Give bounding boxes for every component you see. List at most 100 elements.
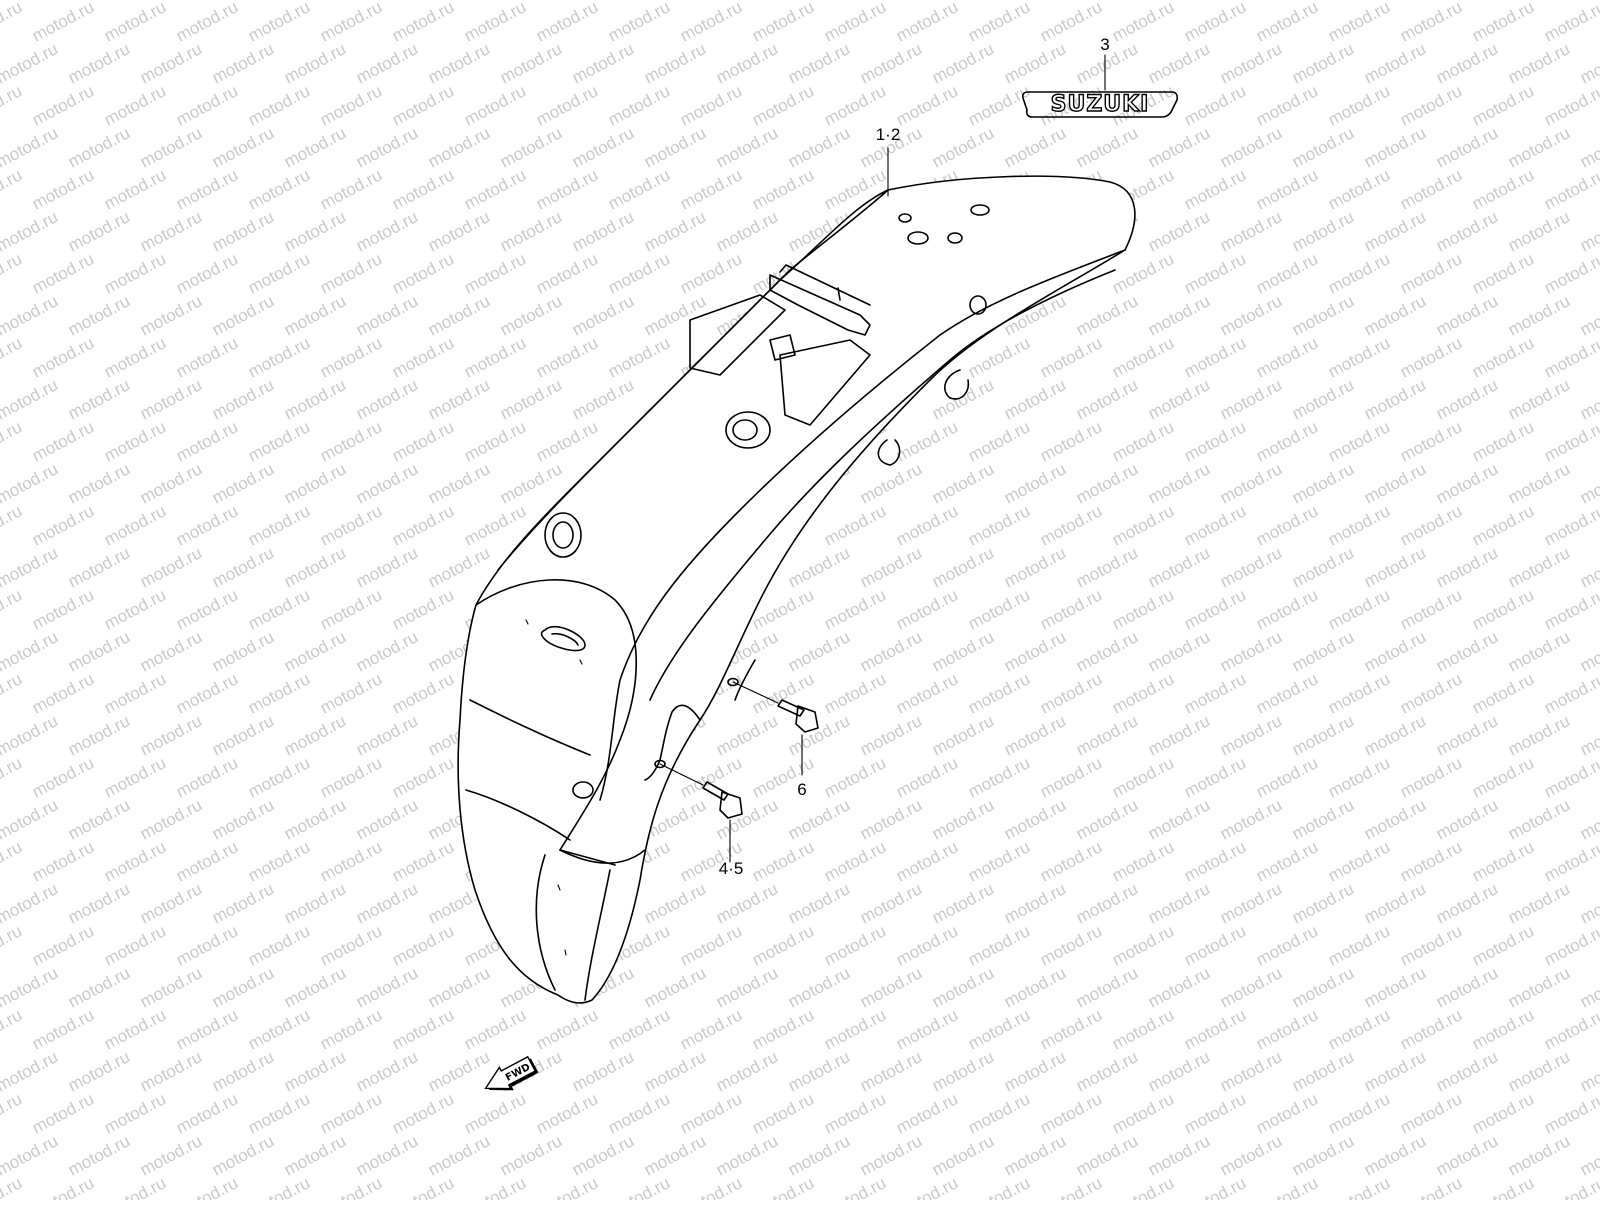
watermark-text: motod.ru <box>1145 123 1213 171</box>
watermark-text: motod.ru <box>1505 1047 1573 1095</box>
watermark-text: motod.ru <box>929 459 997 507</box>
watermark-text: motod.ru <box>533 0 601 46</box>
watermark-text: motod.ru <box>1505 459 1573 507</box>
watermark-text: motod.ru <box>353 1047 421 1095</box>
watermark-text: motod.ru <box>1469 501 1537 549</box>
screw-6 <box>732 681 819 776</box>
watermark-text: motod.ru <box>1181 417 1249 465</box>
watermark-text: motod.ru <box>785 963 853 1011</box>
watermark-text: motod.ru <box>137 375 205 423</box>
watermark-text: motod.ru <box>1037 1005 1105 1053</box>
watermark-text: motod.ru <box>1217 711 1285 759</box>
watermark-text: motod.ru <box>317 1005 385 1053</box>
watermark-text: motod.ru <box>389 0 457 46</box>
watermark-text: motod.ru <box>245 1173 313 1200</box>
watermark-text: motod.ru <box>605 165 673 213</box>
watermark-text: motod.ru <box>281 0 349 4</box>
watermark-text: motod.ru <box>1073 711 1141 759</box>
watermark-text: motod.ru <box>641 1047 709 1095</box>
watermark-text: motod.ru <box>641 207 709 255</box>
watermark-text: motod.ru <box>1577 207 1600 255</box>
watermark-text: motod.ru <box>1217 39 1285 87</box>
watermark-text: motod.ru <box>1253 1173 1321 1200</box>
watermark-text: motod.ru <box>1397 1005 1465 1053</box>
watermark-text: motod.ru <box>1541 837 1600 885</box>
watermark-text: motod.ru <box>1073 963 1141 1011</box>
watermark-text: motod.ru <box>1577 123 1600 171</box>
watermark-text: motod.ru <box>677 0 745 46</box>
watermark-text: motod.ru <box>785 1131 853 1179</box>
watermark-text: motod.ru <box>1001 879 1069 927</box>
watermark-text: motod.ru <box>101 585 169 633</box>
watermark-text: motod.ru <box>101 0 169 46</box>
watermark-text: motod.ru <box>317 585 385 633</box>
watermark-text: motod.ru <box>677 1089 745 1137</box>
watermark-text: motod.ru <box>497 291 565 339</box>
watermark-text: motod.ru <box>713 879 781 927</box>
watermark-text: motod.ru <box>1145 0 1213 4</box>
watermark-text: motod.ru <box>1361 291 1429 339</box>
watermark-text: motod.ru <box>785 627 853 675</box>
watermark-text: motod.ru <box>281 627 349 675</box>
watermark-text: motod.ru <box>821 837 889 885</box>
watermark-text: motod.ru <box>1325 333 1393 381</box>
watermark-text: motod.ru <box>1109 669 1177 717</box>
watermark-text: motod.ru <box>317 921 385 969</box>
watermark-text: motod.ru <box>1217 543 1285 591</box>
watermark-text: motod.ru <box>641 1131 709 1179</box>
watermark-text: motod.ru <box>677 249 745 297</box>
watermark-text: motod.ru <box>821 0 889 46</box>
watermark-text: motod.ru <box>1001 375 1069 423</box>
watermark-text: motod.ru <box>749 165 817 213</box>
watermark-text: motod.ru <box>65 375 133 423</box>
watermark-text: motod.ru <box>497 39 565 87</box>
watermark-text: motod.ru <box>1289 123 1357 171</box>
watermark-text: motod.ru <box>605 81 673 129</box>
watermark-text: motod.ru <box>1037 501 1105 549</box>
watermark-text: motod.ru <box>677 165 745 213</box>
watermark-text: motod.ru <box>1397 753 1465 801</box>
watermark-text: motod.ru <box>641 123 709 171</box>
watermark-text: motod.ru <box>65 1047 133 1095</box>
watermark-text: motod.ru <box>317 0 385 46</box>
watermark-text: motod.ru <box>1433 711 1501 759</box>
watermark-text: motod.ru <box>857 1131 925 1179</box>
watermark-text: motod.ru <box>281 291 349 339</box>
watermark-text: motod.ru <box>137 291 205 339</box>
watermark-text: motod.ru <box>713 207 781 255</box>
watermark-text: motod.ru <box>245 1005 313 1053</box>
watermark-text: motod.ru <box>1361 627 1429 675</box>
watermark-text: motod.ru <box>533 249 601 297</box>
watermark-text: motod.ru <box>1469 1089 1537 1137</box>
watermark-text: motod.ru <box>893 585 961 633</box>
watermark-text: motod.ru <box>1433 963 1501 1011</box>
watermark-text: motod.ru <box>1289 1047 1357 1095</box>
watermark-text: motod.ru <box>1397 417 1465 465</box>
watermark-text: motod.ru <box>929 711 997 759</box>
watermark-text: motod.ru <box>965 921 1033 969</box>
watermark-text: motod.ru <box>497 375 565 423</box>
watermark-text: motod.ru <box>1469 249 1537 297</box>
watermark-text: motod.ru <box>1325 921 1393 969</box>
watermark-text: motod.ru <box>461 1005 529 1053</box>
watermark-text: motod.ru <box>1433 123 1501 171</box>
watermark-text: motod.ru <box>1289 207 1357 255</box>
watermark-text: motod.ru <box>929 795 997 843</box>
watermark-text: motod.ru <box>1361 123 1429 171</box>
watermark-text: motod.ru <box>1505 291 1573 339</box>
watermark-text: motod.ru <box>209 1131 277 1179</box>
watermark-text: motod.ru <box>1577 1047 1600 1095</box>
watermark-text: motod.ru <box>929 1131 997 1179</box>
watermark-text: motod.ru <box>1289 0 1357 4</box>
watermark-text: motod.ru <box>209 879 277 927</box>
watermark-text: motod.ru <box>1325 1005 1393 1053</box>
watermark-text: motod.ru <box>389 921 457 969</box>
watermark-text: motod.ru <box>1469 837 1537 885</box>
watermark-text: motod.ru <box>29 1173 97 1200</box>
watermark-text: motod.ru <box>1433 291 1501 339</box>
watermark-text: motod.ru <box>1505 207 1573 255</box>
watermark-text: motod.ru <box>1469 333 1537 381</box>
watermark-text: motod.ru <box>1145 795 1213 843</box>
watermark-text: motod.ru <box>137 1131 205 1179</box>
watermark-text: motod.ru <box>0 543 61 591</box>
